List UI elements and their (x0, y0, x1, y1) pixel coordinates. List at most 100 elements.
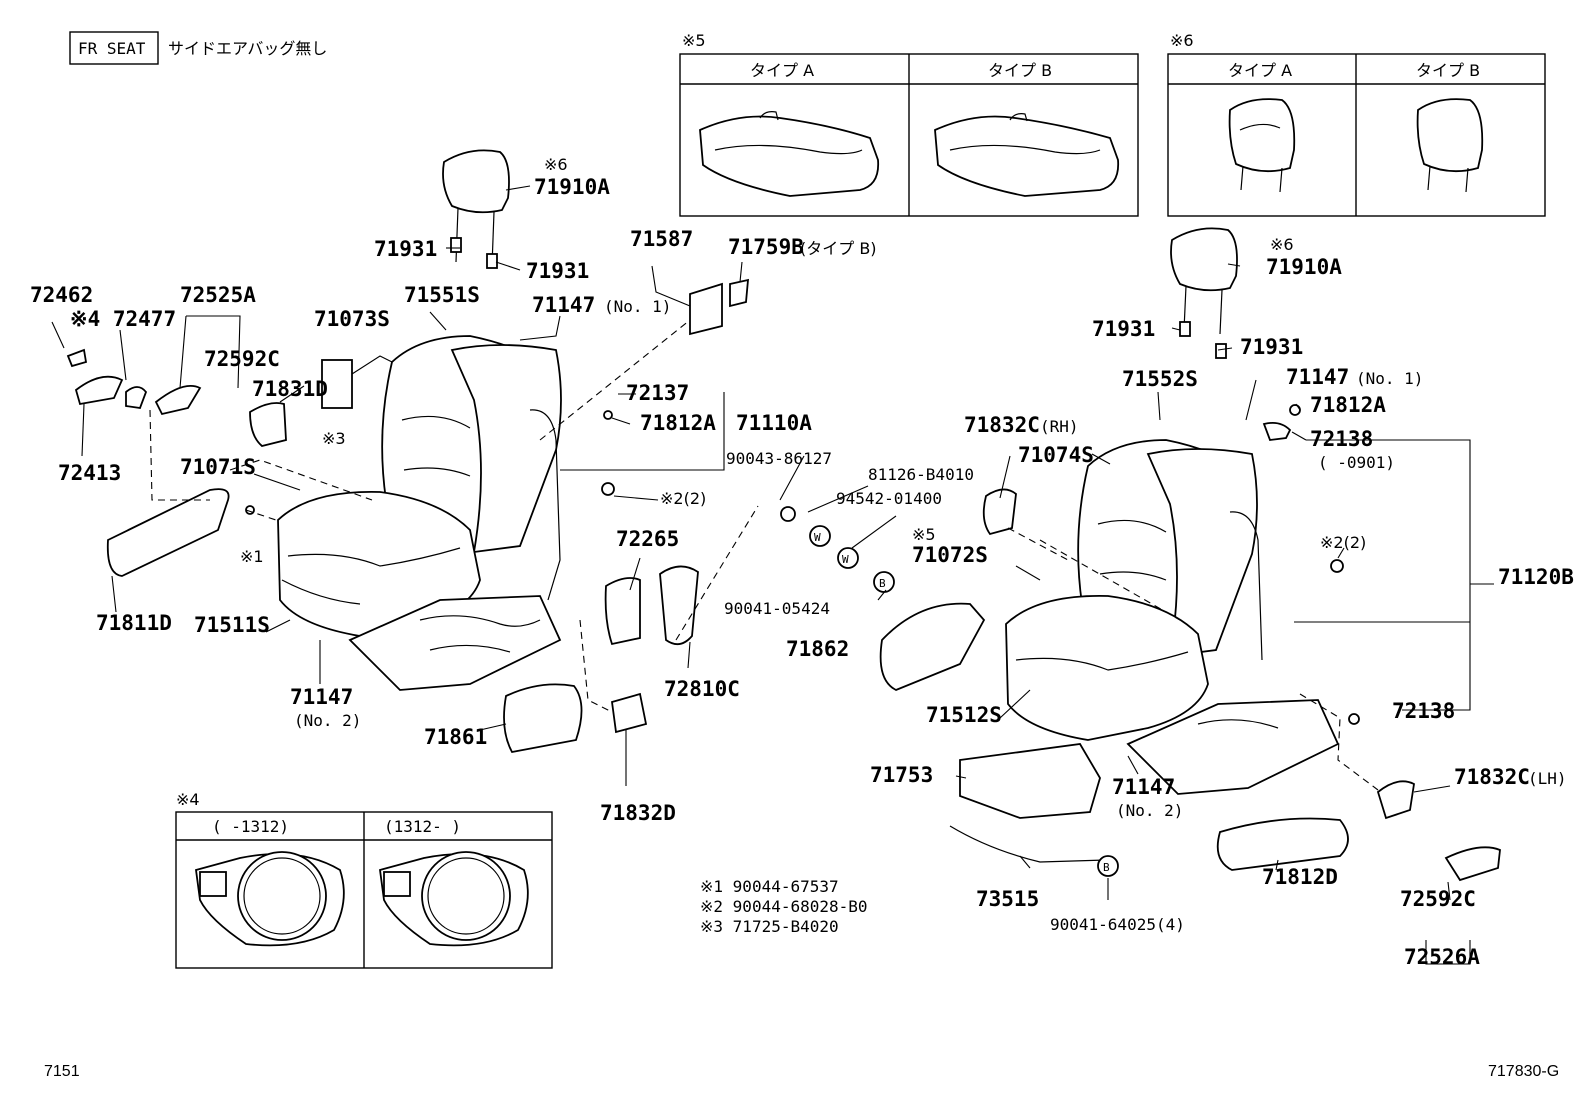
label-71931-left-a: 71931 (374, 237, 437, 261)
label-90041-64025: 90041-64025(4) (1050, 915, 1185, 934)
label-72526a: 72526A (1404, 945, 1480, 969)
headrest-type-b-drawing (1416, 98, 1484, 193)
left-seat-drawing (66, 149, 1292, 754)
inset-4-col-a: ( -1312) (212, 817, 289, 836)
label-71074s: 71074S (1018, 443, 1094, 467)
label-71753: 71753 (870, 763, 933, 787)
label-72265: 72265 (616, 527, 679, 551)
label-71120b: 71120B (1498, 565, 1574, 589)
label-71931-right-b: 71931 (1240, 335, 1303, 359)
inset-5-type-a: タイプ A (750, 61, 814, 80)
dashed-guides (149, 319, 1379, 791)
label-71147-no2-right: 71147 (1112, 775, 1175, 799)
fr-seat-tag: FR SEAT (78, 39, 146, 58)
svg-text:B: B (879, 577, 886, 590)
label-71861: 71861 (424, 725, 487, 749)
label-71147-no2-left: 71147 (290, 685, 353, 709)
inset-5-mark: ※5 (682, 31, 706, 50)
mark-2-right: ※2(2) (1320, 533, 1366, 552)
inset-4-mark: ※4 (176, 790, 200, 809)
label-71811d: 71811D (96, 611, 172, 635)
label-73515: 73515 (976, 887, 1039, 911)
cushion-type-b-drawing (934, 113, 1120, 197)
header-note: サイドエアバッグ無し (168, 39, 327, 58)
leader-lines-left (51, 185, 897, 786)
label-71862: 71862 (786, 637, 849, 661)
label-71832d: 71832D (600, 801, 676, 825)
label-90041-05424: 90041-05424 (724, 599, 830, 618)
label-71073s: 71073S (314, 307, 390, 331)
cushion-type-a-drawing (699, 111, 880, 197)
label-94542-01400: 94542-01400 (836, 489, 942, 508)
footnote-1: ※1 90044-67537 (700, 877, 839, 896)
mark-5: ※5 (912, 525, 936, 544)
label-72592c-right: 72592C (1400, 887, 1476, 911)
inset-6-type-a: タイプ A (1228, 61, 1292, 80)
label-71110a: 71110A (736, 411, 812, 435)
label-72810c: 72810C (664, 677, 740, 701)
label-72138-right-b: 72138 (1392, 699, 1455, 723)
inset-6: ※6 タイプ A タイプ B (1167, 31, 1546, 217)
label-71587: 71587 (630, 227, 693, 251)
label-71147-no1-right: 71147 (1286, 365, 1349, 389)
label-71931-left-b: 71931 (526, 259, 589, 283)
inset-6-mark: ※6 (1170, 31, 1194, 50)
label-71931-right-a: 71931 (1092, 317, 1155, 341)
label-71832c-rh-sub: (RH) (1040, 417, 1079, 436)
label-71759b: 71759B (728, 235, 804, 259)
label-71759b-sub: (タイプ B) (800, 239, 877, 258)
label-71147-no1-right-sub: (No. 1) (1356, 369, 1423, 388)
dial-cover-b-drawing (379, 851, 529, 947)
headrest-type-a-drawing (1228, 98, 1296, 193)
label-71910a-right-mark: ※6 (1270, 235, 1294, 254)
label-71551s: 71551S (404, 283, 480, 307)
right-seat-drawing (879, 227, 1501, 882)
label-71147-no2-left-sub: (No. 2) (294, 711, 361, 730)
footnote-3: ※3 71725-B4020 (700, 917, 839, 936)
mark-1: ※1 (240, 547, 264, 566)
label-71812a-left: 71812A (640, 411, 716, 435)
svg-text:W: W (842, 553, 849, 566)
bolt-b-2 (1097, 855, 1119, 877)
label-71832c-lh: 71832C (1454, 765, 1530, 789)
page-number: 7151 (44, 1063, 80, 1080)
label-71147-no1-left-sub: (No. 1) (604, 297, 671, 316)
label-71147-no1-left: 71147 (532, 293, 595, 317)
fr-seat-tag-box (69, 31, 159, 65)
label-71832c-rh: 71832C (964, 413, 1040, 437)
leader-lines-right (955, 263, 1494, 965)
svg-text:W: W (814, 531, 821, 544)
label-71910a-left-mark: ※6 (544, 155, 568, 174)
label-81126-b4010: 81126-B4010 (868, 465, 974, 484)
inset-6-type-b: タイプ B (1416, 61, 1480, 80)
label-72138-right-a: 72138 (1310, 427, 1373, 451)
dial-cover-a-drawing (195, 851, 345, 947)
label-71831d: 71831D (252, 377, 328, 401)
label-72137: 72137 (626, 381, 689, 405)
label-72138-right-a-sub: ( -0901) (1318, 453, 1395, 472)
label-71147-no2-right-sub: (No. 2) (1116, 801, 1183, 820)
mark-3: ※3 (322, 429, 346, 448)
label-71552s: 71552S (1122, 367, 1198, 391)
svg-text:B: B (1103, 861, 1110, 874)
mark-2-left: ※2(2) (660, 489, 706, 508)
label-72525a: 72525A (180, 283, 256, 307)
footnote-2: ※2 90044-68028-B0 (700, 897, 868, 916)
label-71071s: 71071S (180, 455, 256, 479)
label-72592c-left: 72592C (204, 347, 280, 371)
label-90043-86127: 90043-86127 (726, 449, 832, 468)
center-parts-drawing: W W B B (780, 506, 1119, 877)
inset-5-type-b: タイプ B (988, 61, 1052, 80)
inset-5: ※5 タイプ A タイプ B (679, 31, 1139, 217)
label-72413: 72413 (58, 461, 121, 485)
label-71910a-right: 71910A (1266, 255, 1342, 279)
label-71832c-lh-sub: (LH) (1528, 769, 1567, 788)
diagram-code: 717830-G (1488, 1063, 1559, 1080)
label-71511s: 71511S (194, 613, 270, 637)
label-71910a-left: 71910A (534, 175, 610, 199)
label-72477: ※4 72477 (70, 307, 176, 331)
inset-4-col-b: (1312- ) (384, 817, 461, 836)
label-72462: 72462 (30, 283, 93, 307)
label-71812a-right: 71812A (1310, 393, 1386, 417)
